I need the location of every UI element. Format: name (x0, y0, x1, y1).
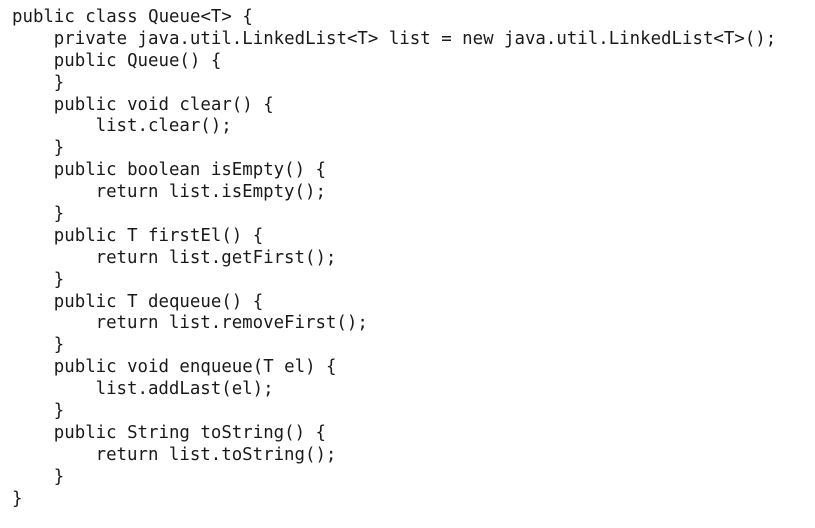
code-line: public T firstEl() { (53, 225, 264, 246)
java-code-listing: public class Queue<T> {private java.util… (12, 7, 776, 510)
code-line: public class Queue<T> { (12, 7, 253, 27)
code-line: public Queue() { (53, 50, 222, 71)
code-line: } (53, 72, 65, 93)
code-line: public String toString() { (53, 422, 327, 443)
code-line: } (53, 204, 65, 225)
code-line: } (53, 335, 65, 356)
code-line: return list.getFirst(); (95, 247, 337, 268)
code-line: list.clear(); (95, 116, 232, 137)
code-line: return list.removeFirst(); (95, 313, 368, 334)
code-line: list.addLast(el); (95, 379, 274, 400)
code-line: public void clear() { (53, 94, 274, 115)
code-line: public boolean isEmpty() { (53, 160, 327, 181)
code-line: } (12, 488, 23, 509)
code-line: } (53, 138, 65, 159)
code-line: public T dequeue() { (53, 291, 264, 312)
code-line: } (53, 466, 65, 487)
code-line: public void enqueue(T el) { (53, 357, 337, 378)
code-line: } (53, 401, 65, 422)
code-line: } (53, 269, 65, 290)
code-line: private java.util.LinkedList<T> list = n… (53, 28, 777, 49)
code-line: return list.toString(); (95, 444, 337, 465)
code-line: return list.isEmpty(); (95, 182, 326, 203)
